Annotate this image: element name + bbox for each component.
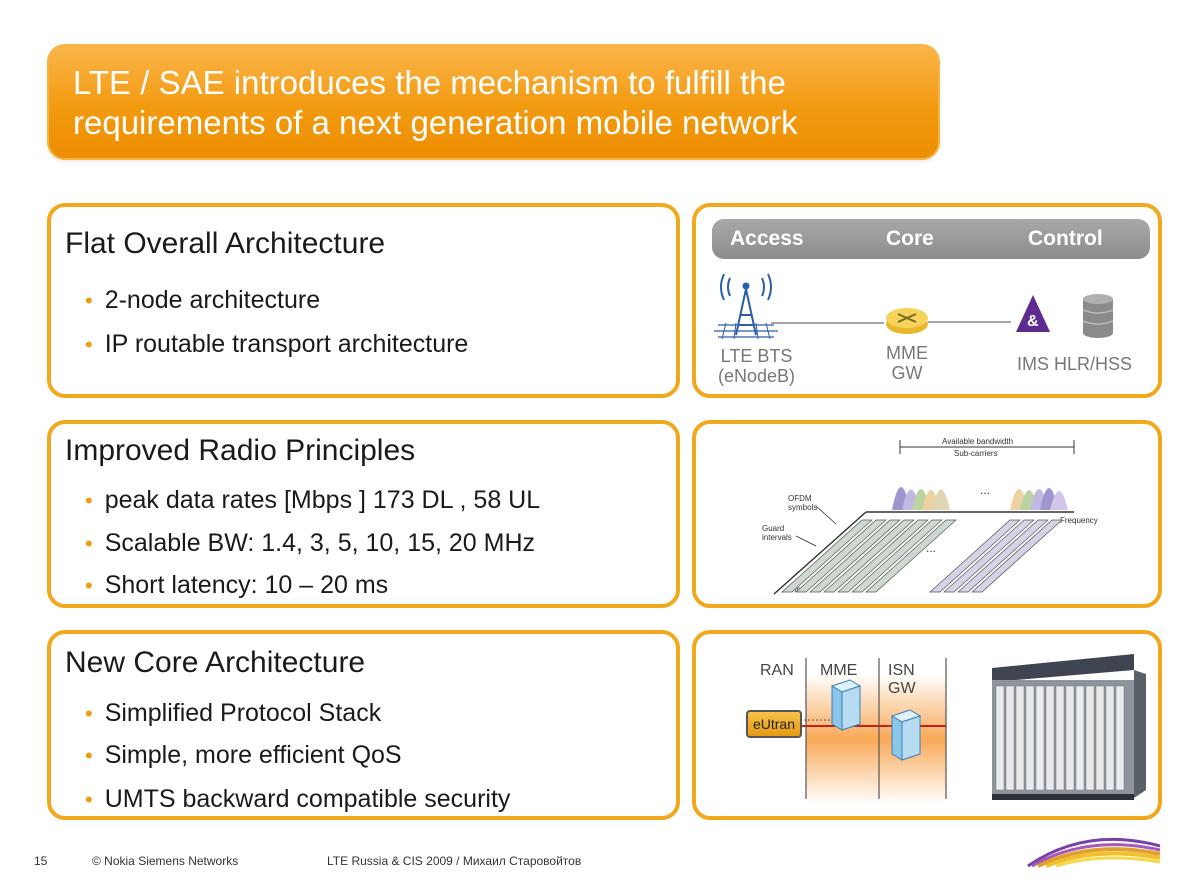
subcarrier-peaks-left <box>892 487 950 510</box>
ofdm-label-line2: symbols <box>788 503 817 512</box>
slide-title-box: LTE / SAE introduces the mechanism to fu… <box>47 44 940 160</box>
architecture-diagram-panel: Access Core Control & <box>692 203 1162 398</box>
copyright-text: © Nokia Siemens Networks <box>92 854 239 868</box>
ofdm-diagram-panel: Available bandwidth Sub-carriers ... Fre… <box>692 420 1162 608</box>
ofdm-symbol-slabs-left <box>781 519 957 593</box>
gw-server-icon <box>890 709 922 761</box>
core-diagram-graphic <box>796 654 1146 804</box>
ofdm-diagram-graphic: Available bandwidth Sub-carriers ... Fre… <box>762 437 1098 595</box>
sub-carriers-label: Sub-carriers <box>954 449 998 458</box>
architecture-diagram-graphic: & <box>714 273 1114 340</box>
mme-label: MME <box>820 662 858 679</box>
page-number: 15 <box>34 854 48 868</box>
mme-label: MME GW <box>886 343 928 383</box>
core-hardware-rack-image <box>992 654 1146 800</box>
bts-label: LTE BTS (eNodeB) <box>718 346 796 386</box>
section-core-architecture: New Core Architecture •Simplified Protoc… <box>47 630 680 820</box>
ofdm-label-line1: OFDM <box>788 494 812 503</box>
ofdm-symbol-slabs-right <box>929 519 1063 593</box>
section-heading: Flat Overall Architecture <box>65 227 386 260</box>
bullet-item: •Simple, more efficient QoS <box>85 741 402 769</box>
core-diagram-panel: RAN MME ISN GW eUtran <box>692 630 1162 820</box>
available-bandwidth-label: Available bandwidth <box>942 437 1013 446</box>
bullet-item: •IP routable transport architecture <box>85 330 469 358</box>
core-glow-area <box>806 674 946 804</box>
ims-hss-label: IMS HLR/HSS <box>1017 354 1133 374</box>
ran-label: RAN <box>760 662 794 679</box>
bullet-item: •Scalable BW: 1.4, 3, 5, 10, 15, 20 MHz <box>85 529 536 557</box>
hss-database-icon <box>1082 294 1114 338</box>
bullet-item: •Short latency: 10 – 20 ms <box>85 571 389 599</box>
bullet-item: •2-node architecture <box>85 286 321 314</box>
guard-label-line2: intervals <box>762 533 792 542</box>
bullet-item: •Simplified Protocol Stack <box>85 699 382 727</box>
time-axis <box>773 511 867 595</box>
bar-label-core: Core <box>886 227 934 250</box>
bullet-item: •UMTS backward compatible security <box>85 785 511 813</box>
frequency-label: Frequency <box>1060 516 1098 525</box>
slide-title-line-2: requirements of a next generation mobile… <box>73 104 798 141</box>
event-text: LTE Russia & CIS 2009 / Михаил Старовойт… <box>327 854 582 868</box>
bts-tower-icon <box>714 273 778 340</box>
ellipsis-top: ... <box>980 483 990 497</box>
ims-icon: & <box>1016 295 1050 332</box>
section-heading: Improved Radio Principles <box>65 434 416 467</box>
bullet-item: •peak data rates [Mbps ] 173 DL , 58 UL <box>85 486 541 514</box>
mme-server-icon <box>830 679 862 731</box>
ellipsis-bottom: ... <box>926 541 936 555</box>
section-heading: New Core Architecture <box>65 646 366 679</box>
bar-label-access: Access <box>730 227 804 250</box>
slide-title-line-1: LTE / SAE introduces the mechanism to fu… <box>73 64 786 101</box>
svg-text:&: & <box>1027 313 1039 330</box>
section-radio-principles: Improved Radio Principles •peak data rat… <box>47 420 680 608</box>
nsn-wave-logo <box>1027 837 1161 868</box>
architecture-layer-bar: Access Core Control <box>712 219 1150 259</box>
isn-gw-label: ISN GW <box>888 662 916 697</box>
mme-router-icon <box>886 308 928 334</box>
eutran-box: eUtran <box>746 710 802 738</box>
bar-label-control: Control <box>1028 227 1103 250</box>
guard-label-line1: Guard <box>762 524 784 533</box>
section-flat-architecture: Flat Overall Architecture •2-node archit… <box>47 203 680 398</box>
subcarrier-peaks-right <box>1010 488 1068 510</box>
